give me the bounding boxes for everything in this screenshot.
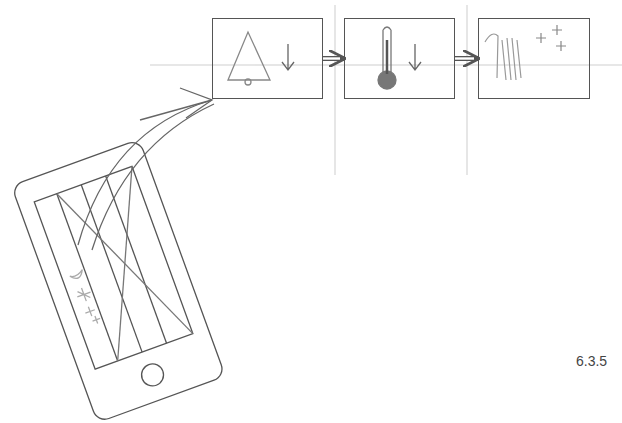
flow-arrow <box>455 58 478 59</box>
icon-box <box>478 18 590 99</box>
heat-icon <box>485 25 566 80</box>
icon-box <box>212 18 323 99</box>
arrow-line-inner <box>323 57 340 59</box>
arrow-line <box>455 56 478 61</box>
thermometer-icon <box>378 27 421 89</box>
icon-box <box>344 18 455 99</box>
swipe-arrow <box>78 88 214 250</box>
phone-sketch <box>11 139 225 422</box>
bell-icon <box>228 32 294 85</box>
guide-line <box>467 5 468 175</box>
flow-arrow <box>323 58 344 59</box>
figure-number: 6.3.5 <box>576 353 607 369</box>
arrow-line-inner <box>455 57 474 59</box>
guide-line <box>335 5 336 175</box>
arrow-line <box>323 56 344 61</box>
